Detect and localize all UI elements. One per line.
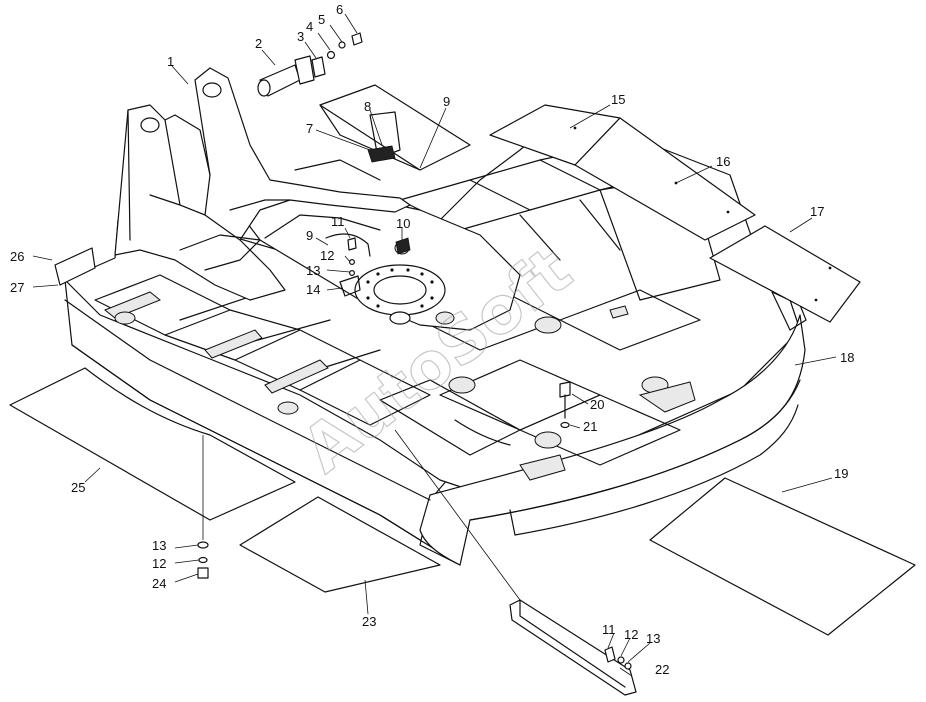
- callout-12-lower-left: 12: [152, 556, 166, 571]
- front-step-plate: [379, 379, 521, 456]
- callout-17: 17: [810, 204, 824, 219]
- grease-cap-10: [395, 237, 411, 255]
- callout-13-upper: 13: [306, 263, 320, 278]
- under-cover-25: [9, 367, 296, 521]
- callout-20: 20: [590, 397, 604, 412]
- pin-lock-hardware: [311, 32, 363, 78]
- name-plate-27: [54, 247, 96, 286]
- callout-9-lower: 9: [306, 228, 313, 243]
- callout-14: 14: [306, 282, 320, 297]
- deck-plate-edge: [264, 214, 381, 239]
- swing-bearing-ring: [354, 264, 446, 325]
- frame-cross-members: [94, 144, 721, 466]
- callout-labels: 1 2 3 4 5 6 7 8 9 9 10 11 12 13 14 15 16…: [10, 2, 854, 677]
- callout-10: 10: [396, 216, 410, 231]
- callout-11-lower-right: 11: [602, 622, 616, 637]
- callout-24: 24: [152, 576, 166, 591]
- callout-16: 16: [716, 154, 730, 169]
- callout-2: 2: [255, 36, 262, 51]
- callout-6: 6: [336, 2, 343, 17]
- callout-21: 21: [583, 419, 597, 434]
- frame-front-skirt: [71, 344, 421, 541]
- counterweight-edge: [469, 379, 801, 521]
- hardware-22-stack: [604, 646, 632, 670]
- callout-18: 18: [840, 350, 854, 365]
- callout-11-upper: 11: [331, 214, 345, 229]
- under-cover-19: [649, 477, 916, 636]
- boom-foot-pin: [257, 55, 315, 97]
- frame-front-skirt-top: [64, 299, 431, 501]
- boom-foot-bracket: [114, 67, 411, 301]
- callout-8: 8: [364, 99, 371, 114]
- callout-25: 25: [71, 480, 85, 495]
- counterweight-band: [509, 404, 799, 536]
- callout-13-lower-right: 13: [646, 631, 660, 646]
- bolt-20: [559, 381, 571, 429]
- callout-22: 22: [655, 662, 669, 677]
- callout-23: 23: [362, 614, 376, 629]
- callout-15: 15: [611, 92, 625, 107]
- callout-19: 19: [834, 466, 848, 481]
- leader-lines: [32, 13, 837, 677]
- callout-7: 7: [306, 121, 313, 136]
- callout-27: 27: [10, 280, 24, 295]
- callout-12-lower-right: 12: [624, 627, 638, 642]
- upper-frame-assembly: [64, 67, 807, 566]
- callout-4: 4: [306, 19, 313, 34]
- callout-26: 26: [10, 249, 24, 264]
- under-cover-23: [239, 496, 441, 593]
- mounting-bosses: [114, 241, 696, 481]
- front-step-curve: [454, 419, 511, 446]
- bracket-22: [509, 599, 637, 696]
- callout-1: 1: [167, 54, 174, 69]
- callout-9-upper: 9: [443, 94, 450, 109]
- hardware-24-stack: [197, 541, 209, 579]
- callout-3: 3: [297, 29, 304, 44]
- hardware-11-14-cluster: [325, 233, 371, 297]
- callout-12-upper: 12: [320, 248, 334, 263]
- callout-5: 5: [318, 12, 325, 27]
- cover-plates-rear-right: [489, 104, 861, 323]
- callout-13-lower-left: 13: [152, 538, 166, 553]
- rear-compartment-box: [294, 84, 471, 181]
